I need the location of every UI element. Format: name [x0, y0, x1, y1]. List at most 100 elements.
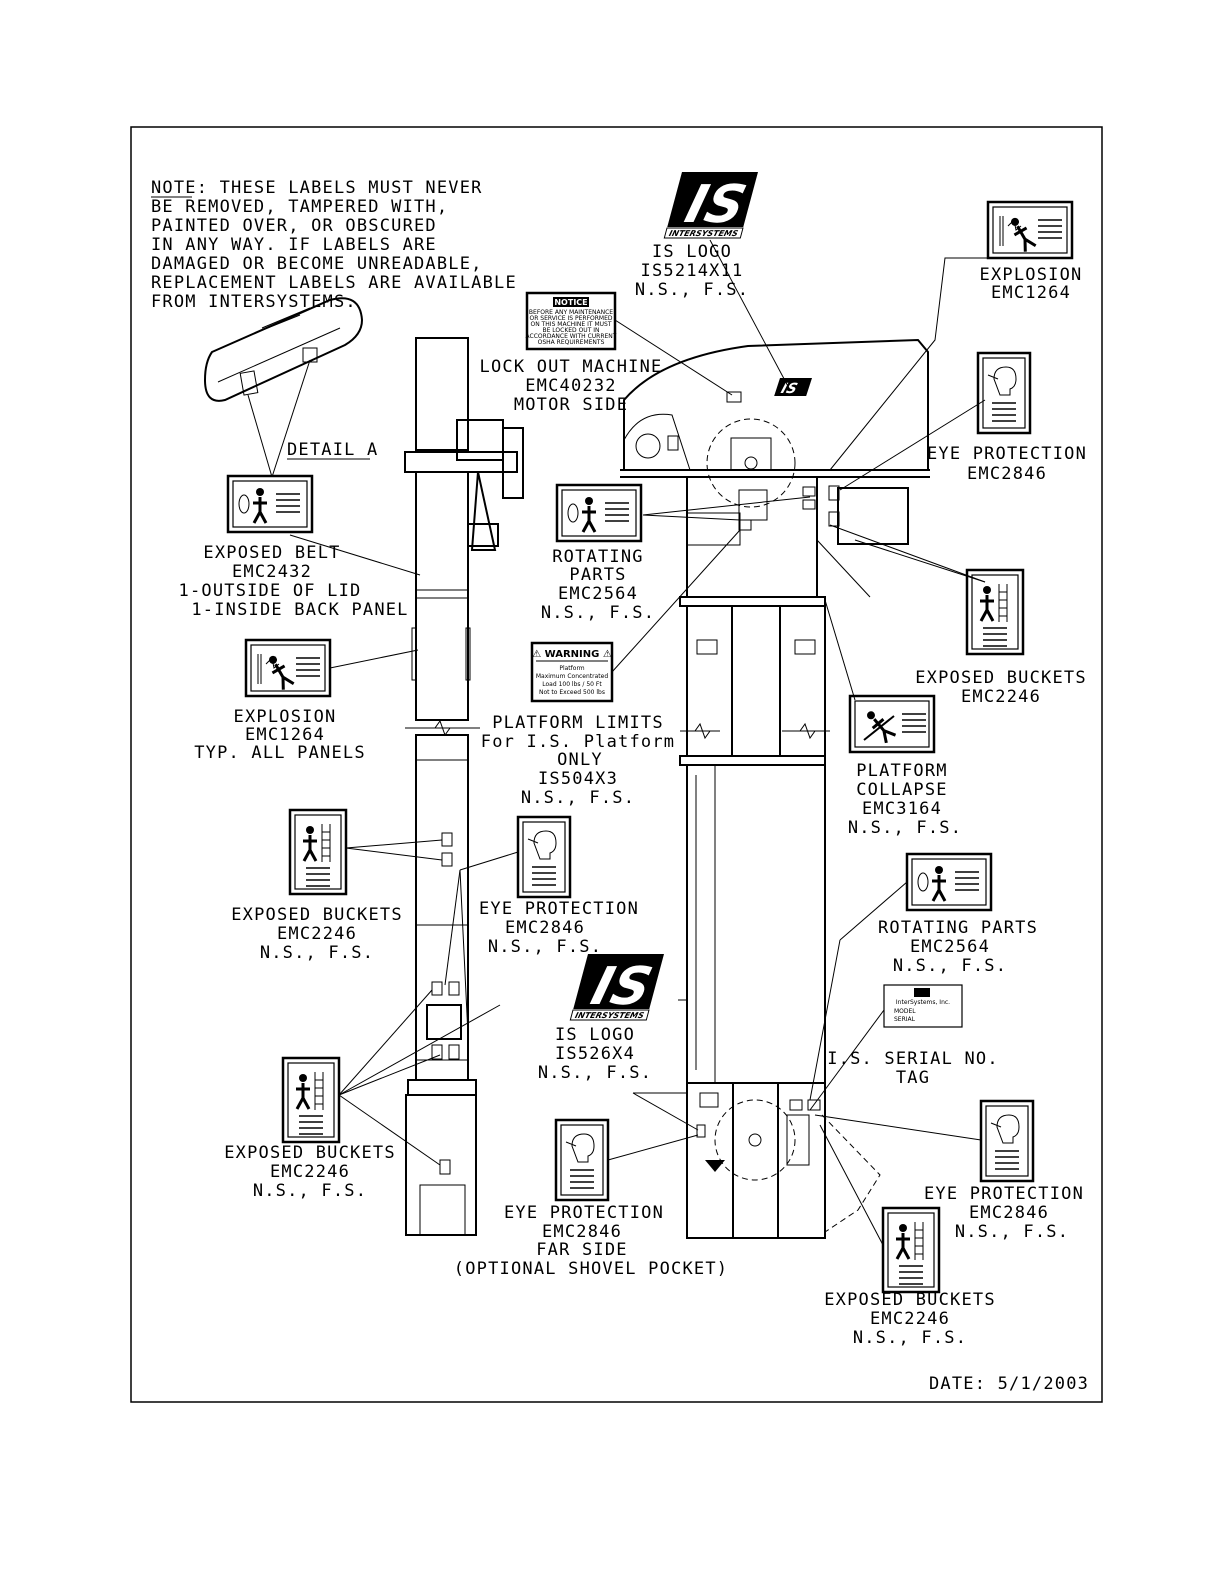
- is-logo-mid-callout: IS LOGO IS526X4 N.S., F.S.: [538, 1025, 652, 1083]
- notice-line-5: ACCORDANCE WITH CURRENT: [526, 333, 617, 340]
- buckets-left-bottom-callout: EXPOSED BUCKETS EMC2246 N.S., F.S.: [224, 1143, 396, 1201]
- callout-line: EYE PROTECTION: [924, 1184, 1084, 1204]
- callout-line: N.S., F.S.: [541, 603, 655, 623]
- eye-mid-callout: EYE PROTECTION EMC2846 N.S., F.S.: [479, 899, 639, 957]
- warning-line-2: Maximum Concentrated: [536, 673, 608, 680]
- callout-line: EYE PROTECTION: [504, 1203, 664, 1223]
- exposed-buckets-sign-right-top: [965, 568, 1025, 656]
- callout-line: ONLY: [557, 750, 603, 770]
- detail-a-sketch: DETAIL A: [203, 297, 378, 478]
- is-logo-sign-top: IS INTERSYSTEMS: [663, 172, 758, 239]
- rotating-parts-sign-right: [905, 852, 993, 912]
- logo-word-top: INTERSYSTEMS: [668, 228, 739, 238]
- callout-line: EMC1264: [245, 725, 325, 745]
- callout-line: N.S., F.S.: [538, 1063, 652, 1083]
- callout-line: EMC2246: [277, 924, 357, 944]
- callout-line: (OPTIONAL SHOVEL POCKET): [454, 1259, 728, 1279]
- callout-line: EXPOSED BUCKETS: [231, 905, 403, 925]
- callout-line: N.S., F.S.: [893, 956, 1007, 976]
- callout-line: IS LOGO: [652, 242, 732, 262]
- callout-line: EMC2846: [542, 1222, 622, 1242]
- callout-line: EXPOSED BUCKETS: [824, 1290, 996, 1310]
- callout-line: N.S., F.S.: [521, 788, 635, 808]
- callout-line: EMC40232: [525, 376, 616, 396]
- warning-line-4: Not to Exceed 500 lbs: [539, 689, 605, 696]
- explosion-sign-top: [986, 200, 1074, 260]
- lockout-notice-sign: NOTICE BEFORE ANY MAINTENANCE OR SERVICE…: [526, 291, 617, 351]
- callout-line: N.S., F.S.: [848, 818, 962, 838]
- eye-protection-sign-bottom-right: [979, 1099, 1035, 1183]
- eye-protection-sign-mid: [516, 815, 572, 899]
- callout-line: EMC2846: [967, 464, 1047, 484]
- note-line-2: BE REMOVED, TAMPERED WITH,: [151, 197, 448, 217]
- eye-protection-sign-bottom-mid: [554, 1118, 610, 1202]
- detail-a-label: DETAIL A: [287, 440, 378, 460]
- callout-line: FAR SIDE: [536, 1240, 627, 1260]
- callout-line: PLATFORM: [856, 761, 947, 781]
- callout-line: N.S., F.S.: [853, 1328, 967, 1348]
- callout-line: EMC2564: [910, 937, 990, 957]
- lockout-callout: LOCK OUT MACHINE EMC40232 MOTOR SIDE: [480, 357, 663, 415]
- drawing-border: [130, 126, 1103, 1403]
- callout-line: IS526X4: [555, 1044, 635, 1064]
- callout-line: EMC2846: [505, 918, 585, 938]
- note-line-6: REPLACEMENT LABELS ARE AVAILABLE: [151, 273, 517, 293]
- warning-line-3: Load 100 lbs / 50 Ft: [542, 681, 602, 688]
- callout-line: EMC3164: [862, 799, 942, 819]
- callout-line: ROTATING PARTS: [878, 918, 1038, 938]
- callout-line: IS504X3: [538, 769, 618, 789]
- callout-line: ROTATING: [552, 547, 643, 567]
- notice-line-6: OSHA REQUIREMENTS: [538, 339, 605, 346]
- callout-line: EYE PROTECTION: [479, 899, 639, 919]
- eye-bottom-mid-callout: EYE PROTECTION EMC2846 FAR SIDE (OPTIONA…: [454, 1203, 728, 1279]
- buckets-bottom-right-callout: EXPOSED BUCKETS EMC2246 N.S., F.S.: [824, 1290, 996, 1348]
- note-line-5: DAMAGED OR BECOME UNREADABLE,: [151, 254, 483, 274]
- rotating-left-callout: ROTATING PARTS EMC2564 N.S., F.S.: [541, 547, 655, 623]
- buckets-left-mid-callout: EXPOSED BUCKETS EMC2246 N.S., F.S.: [231, 905, 403, 963]
- right-elevator-leg: IS: [620, 338, 930, 1239]
- callout-line: TAG: [896, 1068, 930, 1088]
- callout-line: MOTOR SIDE: [514, 395, 628, 415]
- callout-line: EMC2432: [232, 562, 312, 582]
- callout-line: N.S., F.S.: [955, 1222, 1069, 1242]
- callout-line: LOCK OUT MACHINE: [480, 357, 663, 377]
- callout-line: EXPOSED BUCKETS: [224, 1143, 396, 1163]
- rotating-right-callout: ROTATING PARTS EMC2564 N.S., F.S.: [878, 918, 1038, 976]
- callout-line: EMC2246: [961, 687, 1041, 707]
- notice-line-1: BEFORE ANY MAINTENANCE: [529, 309, 613, 316]
- notice-title: NOTICE: [554, 298, 587, 307]
- platform-collapse-sign: [848, 694, 936, 754]
- platform-collapse-callout: PLATFORM COLLAPSE EMC3164 N.S., F.S.: [848, 761, 962, 838]
- notice-line-4: BE LOCKED OUT IN: [542, 327, 599, 334]
- callout-line: TYP. ALL PANELS: [194, 743, 366, 763]
- callout-line: PARTS: [569, 565, 626, 585]
- exposed-buckets-sign-left-bottom: [281, 1056, 341, 1144]
- tag-company: InterSystems, Inc.: [896, 999, 950, 1006]
- note-line-1: NOTE: THESE LABELS MUST NEVER: [151, 178, 483, 198]
- exposed-buckets-sign-left-mid: [288, 808, 348, 896]
- platform-warning-sign: ⚠ WARNING ⚠ Platform Maximum Concentrate…: [530, 641, 614, 703]
- callout-line: N.S., F.S.: [635, 280, 749, 300]
- callout-line: N.S., F.S.: [253, 1181, 367, 1201]
- platform-limits-callout: PLATFORM LIMITS For I.S. Platform ONLY I…: [481, 713, 674, 808]
- serial-tag-callout: I.S. SERIAL NO. TAG: [827, 1049, 997, 1088]
- callout-line: 1-OUTSIDE OF LID: [179, 581, 362, 601]
- serial-tag-sign: InterSystems, Inc. MODEL SERIAL: [883, 984, 963, 1028]
- exposed-belt-callout: EXPOSED BELT EMC2432 1-OUTSIDE OF LID 1-…: [179, 543, 408, 620]
- note-line-7: FROM INTERSYSTEMS.: [151, 292, 357, 312]
- callout-line: PLATFORM LIMITS: [492, 713, 664, 733]
- exposed-buckets-sign-bottom-right: [881, 1206, 941, 1294]
- callout-line: N.S., F.S.: [488, 937, 602, 957]
- note-line-3: PAINTED OVER, OR OBSCURED: [151, 216, 437, 236]
- tag-serial: SERIAL: [894, 1016, 916, 1023]
- tag-model: MODEL: [894, 1008, 916, 1015]
- callout-line: EMC1264: [991, 283, 1071, 303]
- buckets-right-top-callout: EXPOSED BUCKETS EMC2246: [915, 668, 1087, 707]
- callout-line: EXPLOSION: [234, 707, 337, 727]
- callout-line: EXPOSED BUCKETS: [915, 668, 1087, 688]
- note-line-4: IN ANY WAY. IF LABELS ARE: [151, 235, 437, 255]
- exposed-belt-sign: [226, 474, 314, 534]
- eye-protection-sign-top: [976, 351, 1032, 435]
- notice-line-2: OR SERVICE IS PERFORMED: [530, 315, 613, 322]
